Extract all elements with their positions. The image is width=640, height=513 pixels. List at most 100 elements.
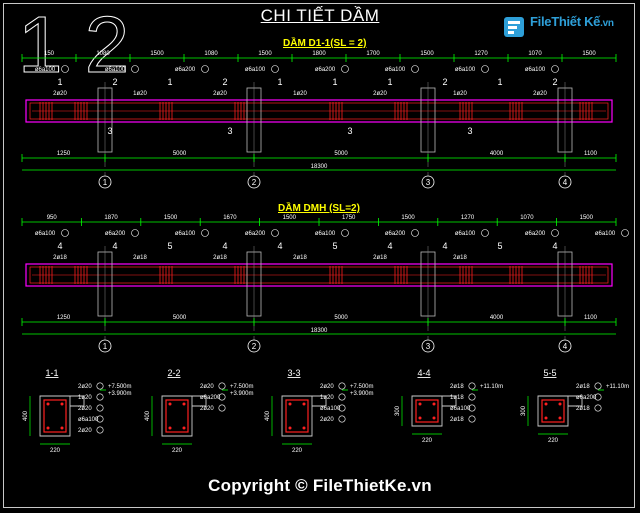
beam2-stirrup-label: ø6a100 [175,231,196,237]
beam2-grid-label: 4 [563,342,568,351]
section-bar-label: 1ø18 [450,395,464,401]
section-callout-circle [594,382,602,390]
section-elev-top: +11.10m [480,384,503,390]
section-bar-label: 2ø20 [200,406,214,412]
section-bar-label: 2ø20 [78,428,92,434]
section-elev-top: +7.500m [230,384,254,390]
section-rebar-dot [288,426,292,430]
beam2-bar-label: 2ø18 [133,255,147,261]
beam1-stirrup-label: ø6a100 [105,67,126,73]
section-callout-circle [96,393,104,401]
beam1-top-dim-label: 1500 [150,51,164,57]
beam2-bottom-dim-label: 1100 [584,315,598,321]
beam2-top-dim-label: 1500 [164,215,178,221]
beam2-stirrup-label: ø6a100 [455,231,476,237]
beam2-beam-outline [25,263,613,287]
section-callout-circle [468,382,476,390]
section-callout-circle [96,415,104,423]
section-stirrup [43,399,67,433]
section-bar-label: ø6a200 [576,395,597,401]
beam1-section-mark: 1 [277,77,282,87]
section-rebar-dot [60,426,64,430]
beam2-section-mark: 4 [387,241,392,251]
section-bar-label: 2ø20 [320,384,334,390]
beam1-bar-label: 2ø20 [213,91,227,97]
section-rebar-dot [418,416,422,420]
beam2-grid-bubble [421,339,435,353]
beam2-top-dim-label: 1870 [104,215,118,221]
beam2-bar-label: 2ø18 [53,255,67,261]
section-label: 1-1 [45,368,58,378]
sheet-number: 1 2 [17,0,130,89]
section-rebar-dot [182,402,186,406]
beam2-top-dim-label: 1070 [520,215,534,221]
section-callout-circle [218,382,226,390]
section-callout-circle [338,404,346,412]
section-stirrup [165,399,189,433]
beam1-grid-label: 4 [563,178,568,187]
section-elev-bottom: +3.900m [350,391,374,397]
section-elev-bottom: +3.900m [230,391,254,397]
section-elev-top: +7.500m [108,384,132,390]
beam1-section-mark: 1 [387,77,392,87]
section-bar-label: 1ø20 [78,395,92,401]
section-rebar-dot [418,402,422,406]
beam1-bottom-dim-label: 5000 [173,151,187,157]
beam1-callout-circle [271,65,279,73]
beam2-stirrup-label: ø6a100 [595,231,616,237]
beam2-top-dim-label: 1750 [342,215,356,221]
section-callout-circle [96,382,104,390]
beam2-stirrup-label: ø6a200 [245,231,266,237]
beam1-beam-outline [25,99,613,123]
section-callout-circle [218,404,226,412]
beam2-section-mark: 4 [112,241,117,251]
beam2-section-mark: 5 [167,241,172,251]
section-rebar-dot [432,416,436,420]
beam2-bar-label: 2ø18 [373,255,387,261]
beam2-grid-bubble [558,339,572,353]
section-bar-label: 2ø18 [576,406,590,412]
section-bar-label: 2ø20 [320,417,334,423]
section-width-label: 220 [50,448,61,454]
beam1-bar-label: 1ø20 [293,91,307,97]
section-rebar-dot [558,402,562,406]
section-label: 3-3 [287,368,300,378]
beam1-top-dim-label: 150 [44,51,55,57]
beam1-section-mark: 1 [332,77,337,87]
beam1-top-dim-label: 1800 [312,51,326,57]
section-bar-label: 2ø20 [200,384,214,390]
section-width-label: 220 [292,448,303,454]
beam2-section-mark: 4 [277,241,282,251]
beam2-section-mark: 4 [442,241,447,251]
section-height-label: 400 [23,410,29,421]
section-bar-label: 2ø18 [450,417,464,423]
section-bar-label: 2ø20 [78,384,92,390]
logo-brand: File [530,14,552,29]
beam1-section-mark-low: 3 [227,126,232,136]
beam2-bottom-dim-label: 5000 [173,315,187,321]
section-label: 4-4 [417,368,430,378]
beam1-grid-bubble [558,175,572,189]
section-outline [161,395,207,437]
beam1-bar-label: 2ø20 [533,91,547,97]
section-callout-circle [96,404,104,412]
beam1-callout-circle [551,65,559,73]
section-callout-circle [594,393,602,401]
beam2-stirrup-label: ø6a200 [105,231,126,237]
section-rebar-dot [544,416,548,420]
beam1-bar-label: 2ø20 [373,91,387,97]
beam2-stirrup-label: ø6a200 [525,231,546,237]
beam1-section-mark-low: 3 [467,126,472,136]
section-outline [39,395,85,437]
section-bar-label: 2ø18 [576,384,590,390]
beam2-section-mark: 5 [332,241,337,251]
beam1-section-mark: 2 [112,77,117,87]
beam1-bottom-dim-label: 4000 [490,151,504,157]
beam1-top-dim-label: 1500 [420,51,434,57]
section-elev-top: +7.500m [350,384,374,390]
beam1-section-mark: 2 [442,77,447,87]
beam1-bottom-dim-label: 1250 [57,151,71,157]
section-rebar-dot [558,416,562,420]
beam1-stirrup-label: ø6a100 [245,67,266,73]
